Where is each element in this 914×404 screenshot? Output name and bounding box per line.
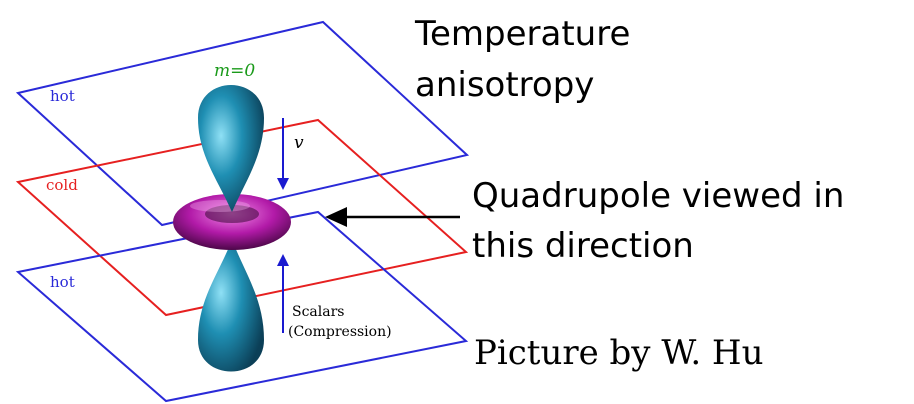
temperature-anisotropy-line2: anisotropy [415, 65, 594, 105]
upper-lobe [198, 85, 264, 212]
scalars-label-line1: Scalars [292, 304, 344, 320]
cold-plane-label: cold [46, 176, 78, 194]
quadrupole-caption-line2: this direction [472, 226, 694, 266]
picture-credit: Picture by W. Hu [474, 333, 763, 373]
velocity-arrow [277, 118, 289, 190]
hot-plane-top-label: hot [50, 87, 75, 105]
scalars-arrow [277, 254, 289, 333]
velocity-label: v [294, 133, 304, 153]
viewing-direction-arrow [325, 207, 460, 227]
temperature-anisotropy-line1: Temperature [414, 14, 630, 54]
hot-plane-bottom-label: hot [50, 273, 75, 291]
mode-label: m=0 [214, 61, 255, 81]
hot-plane-top [15, 20, 470, 227]
lower-lobe [198, 240, 264, 372]
quadrupole-caption-line1: Quadrupole viewed in [472, 176, 844, 216]
quadrupole-torus [173, 194, 291, 250]
scalars-label-line2: (Compression) [288, 324, 392, 340]
